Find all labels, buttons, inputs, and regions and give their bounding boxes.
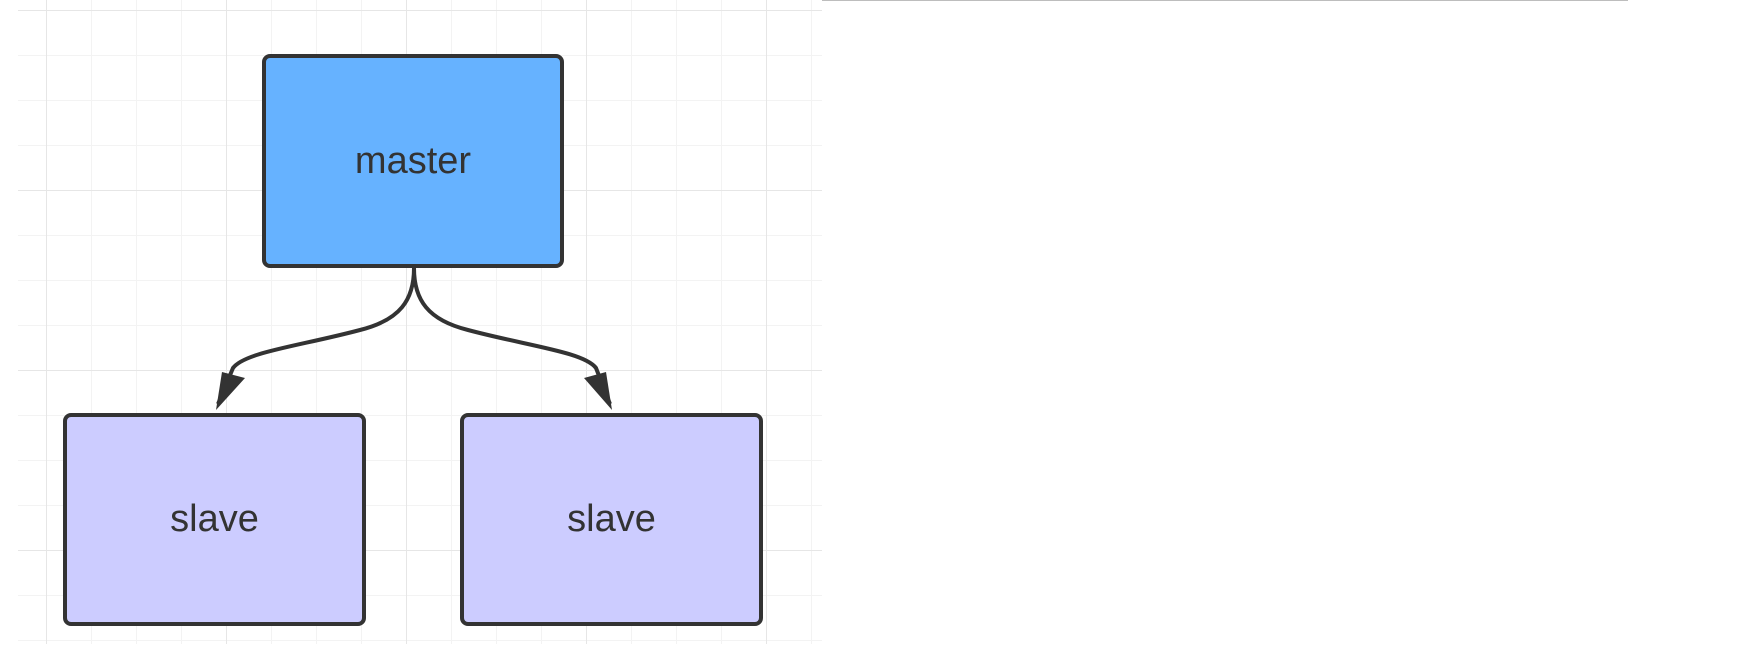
- top-divider: [822, 0, 1628, 1]
- node-slave-left-label: slave: [170, 498, 259, 540]
- node-slave-left[interactable]: slave: [63, 413, 366, 626]
- node-master-label: master: [354, 139, 472, 182]
- node-slave-right[interactable]: slave: [460, 413, 763, 626]
- node-master[interactable]: master: [262, 54, 564, 268]
- node-slave-right-label: slave: [567, 498, 656, 540]
